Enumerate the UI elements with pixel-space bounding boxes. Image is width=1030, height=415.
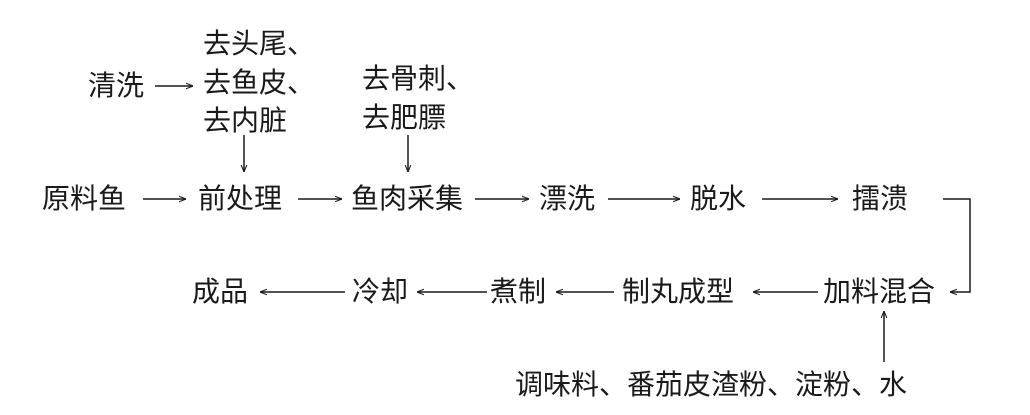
node-cooking: 煮制	[490, 275, 547, 308]
node-pretreatment: 前处理	[198, 182, 283, 215]
node-dewatering: 脱水	[690, 182, 747, 215]
connector-grinding-to-mixing	[943, 198, 971, 292]
meat-step-1: 去骨刺、	[362, 62, 475, 95]
node-grinding: 擂溃	[852, 182, 909, 215]
washing-label: 清洗	[88, 69, 145, 102]
node-cooling: 冷却	[352, 275, 409, 308]
node-ball-forming: 制丸成型	[622, 275, 735, 308]
additives-label: 调味料、番茄皮渣粉、淀粉、水	[515, 368, 908, 401]
node-ingredient-mixing: 加料混合	[823, 275, 936, 308]
pretreatment-step-2: 去鱼皮、	[203, 66, 316, 99]
pretreatment-step-3: 去内脏	[203, 104, 288, 137]
node-raw-fish: 原料鱼	[42, 182, 127, 215]
node-rinsing: 漂洗	[539, 182, 596, 215]
pretreatment-step-1: 去头尾、	[203, 27, 316, 60]
node-finished-product: 成品	[192, 275, 249, 308]
meat-step-2: 去肥膘	[362, 101, 447, 134]
node-meat-collection: 鱼肉采集	[351, 182, 464, 215]
